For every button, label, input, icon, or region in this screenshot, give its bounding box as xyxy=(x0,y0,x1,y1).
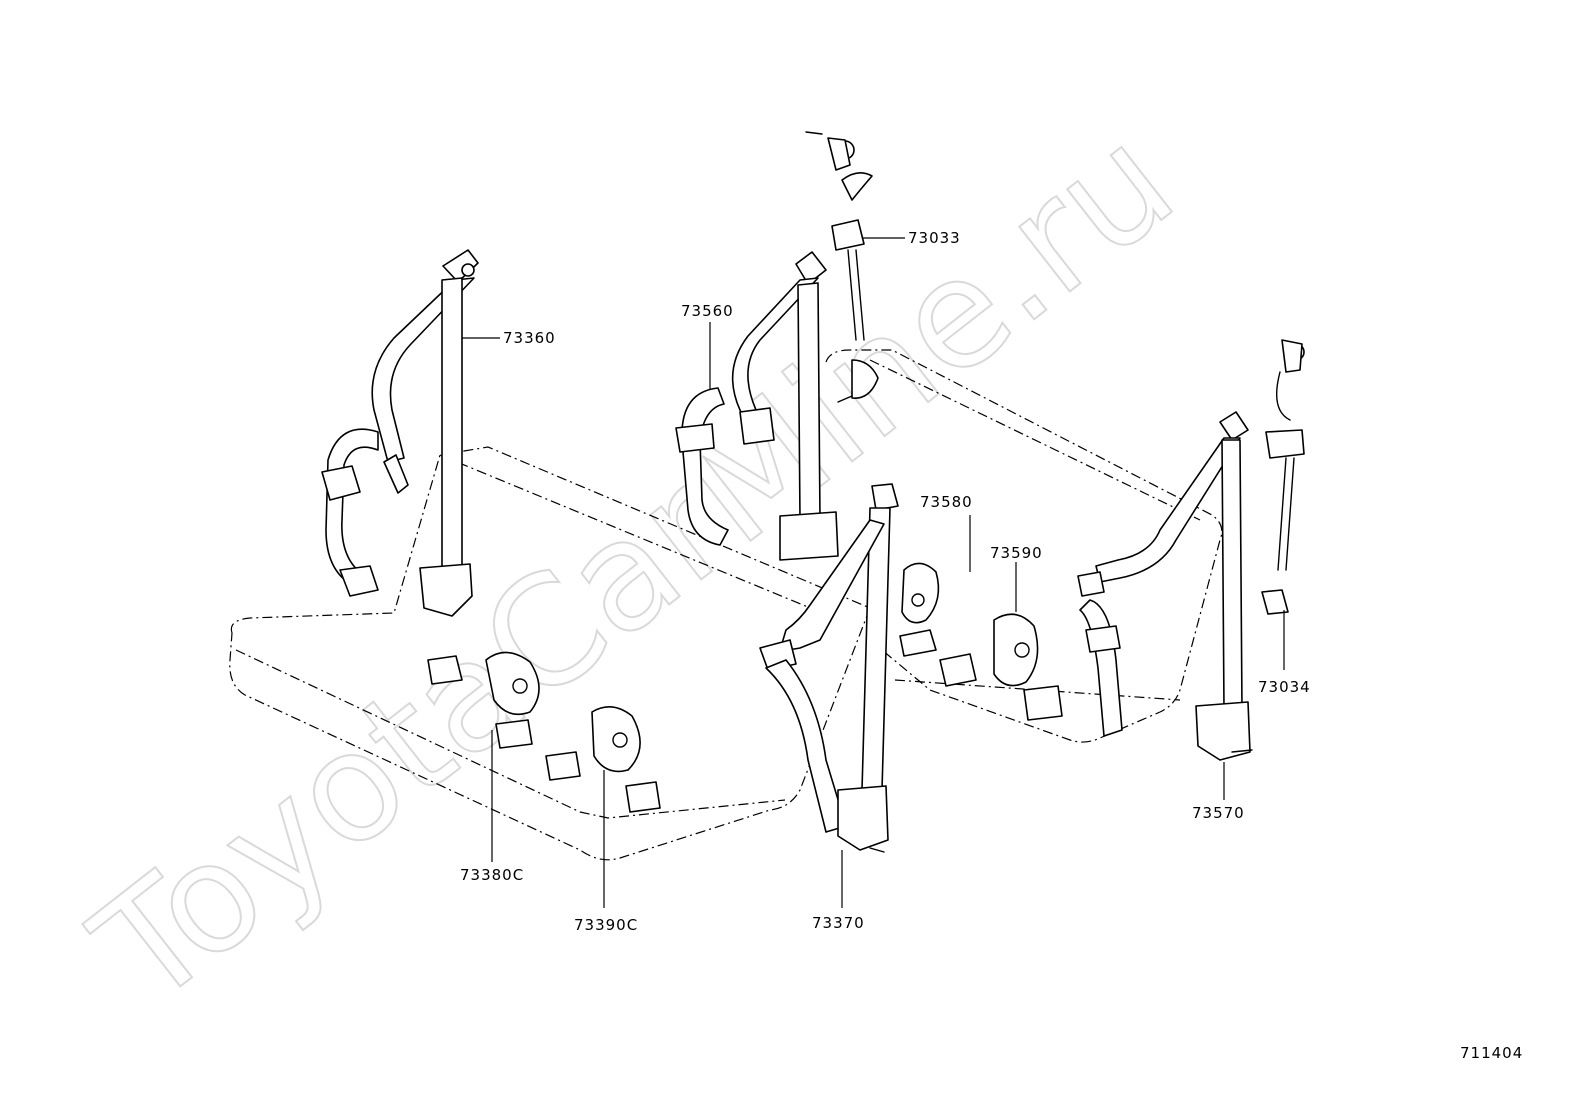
figure-code: 711404 xyxy=(1460,1044,1523,1062)
label-73034: 73034 xyxy=(1258,678,1311,696)
label-73570: 73570 xyxy=(1192,804,1245,822)
seat-belt-73360 xyxy=(321,249,479,617)
label-73390C: 73390C xyxy=(574,916,638,934)
watermark: ToyotaCarMine.ru xyxy=(64,94,1205,1038)
label-73033: 73033 xyxy=(908,229,961,247)
seat-cushion-left xyxy=(229,446,871,861)
buckle-73380C xyxy=(427,651,540,749)
seat-belt-73370 xyxy=(759,483,899,853)
label-73380C: 73380C xyxy=(460,866,524,884)
label-73360: 73360 xyxy=(503,329,556,347)
label-73560: 73560 xyxy=(681,302,734,320)
buckle-73590 xyxy=(939,613,1063,721)
label-73590: 73590 xyxy=(990,544,1043,562)
anchor-73033 xyxy=(805,131,879,403)
seat-belt-73560 xyxy=(675,251,839,561)
anchor-73034 xyxy=(1261,339,1305,615)
buckle-73580 xyxy=(899,562,940,657)
buckle-73390C xyxy=(545,706,661,813)
label-73580: 73580 xyxy=(920,493,973,511)
leader-lines xyxy=(462,237,1285,908)
seat-belt-73570 xyxy=(1077,411,1253,761)
label-73370: 73370 xyxy=(812,914,865,932)
